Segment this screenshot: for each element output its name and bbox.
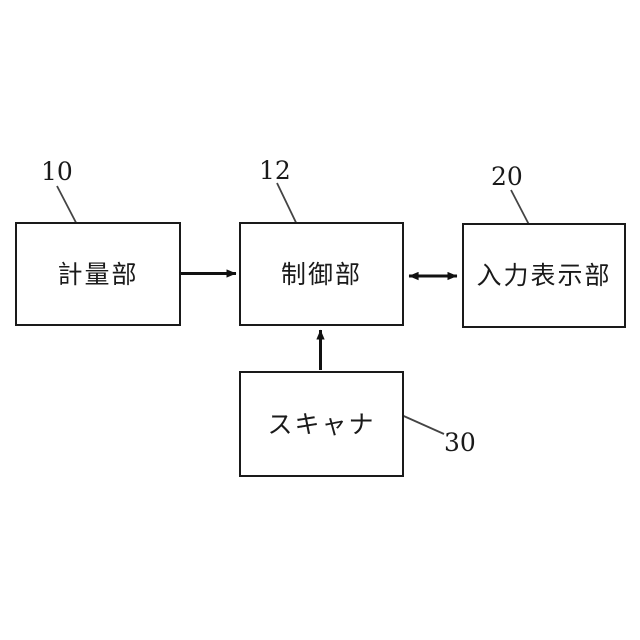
block-scanner: スキャナ [239,371,404,477]
reference-number-30: 30 [444,428,476,457]
block-label-control-unit: 制御部 [280,259,362,289]
block-label-scanner: スキャナ [267,409,376,439]
reference-number-12: 12 [259,156,291,185]
block-control-unit: 制御部 [239,222,404,326]
reference-number-10: 10 [41,157,73,186]
reference-number-20: 20 [491,162,523,191]
block-input-display-unit: 入力表示部 [462,223,626,328]
block-label-measuring-unit: 計量部 [57,259,139,289]
block-label-input-display-unit: 入力表示部 [476,261,612,290]
block-measuring-unit: 計量部 [15,222,181,326]
